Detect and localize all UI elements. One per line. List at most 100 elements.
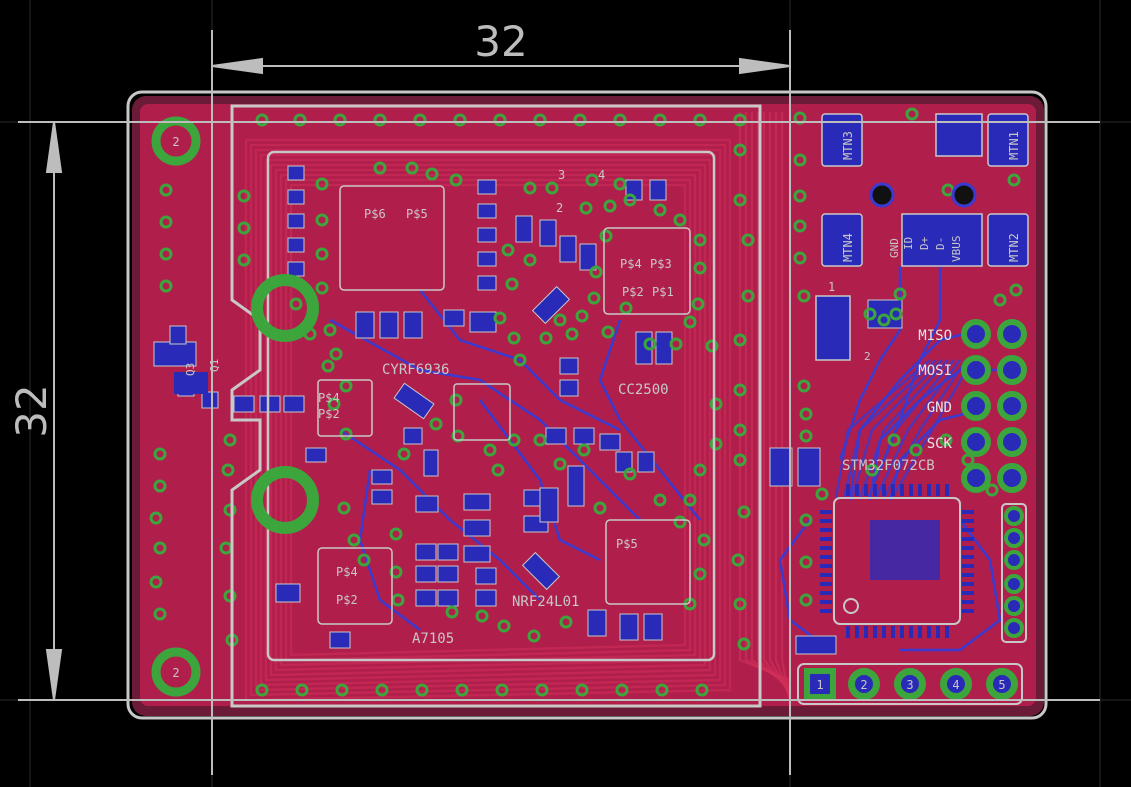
smd-pad (599, 433, 621, 451)
rv-pad (1004, 550, 1024, 570)
stm-pin (820, 609, 832, 613)
via (601, 325, 615, 339)
spi-mosi-label: MOSI (918, 363, 952, 379)
corner-pad-label-top: 2 (172, 135, 179, 149)
via (669, 337, 683, 351)
via (391, 593, 405, 607)
stm-pin (882, 484, 886, 496)
via (613, 113, 627, 127)
via (691, 297, 705, 311)
via (683, 315, 697, 329)
via (619, 301, 633, 315)
smd-pad (795, 635, 837, 655)
via (553, 457, 567, 471)
via (733, 453, 747, 467)
via (575, 309, 589, 323)
via (653, 203, 667, 217)
via (533, 113, 547, 127)
via (559, 615, 573, 629)
smd-pad (539, 219, 557, 247)
bottom-header-pad (901, 675, 919, 693)
via (799, 555, 813, 569)
bottom-trace (848, 328, 981, 501)
pad-label-e: P$2 (622, 285, 644, 299)
stm-pin (855, 484, 859, 496)
smd-pad (477, 179, 497, 195)
via (741, 289, 755, 303)
via (373, 161, 387, 175)
stm-pin (962, 600, 974, 604)
via (483, 443, 497, 457)
rv-pad (1004, 596, 1024, 616)
via (815, 487, 829, 501)
smd-pad (655, 331, 673, 365)
via (733, 193, 747, 207)
via (587, 291, 601, 305)
dimension-top-label: 32 (474, 17, 527, 66)
via (539, 331, 553, 345)
via (797, 379, 811, 393)
spi-gnd-label: GND (927, 400, 952, 416)
pad-label-c: P$4 (620, 257, 642, 271)
smd-pad (371, 489, 393, 505)
smd-pad (573, 427, 595, 445)
header-pin-3: 3 (906, 678, 913, 692)
bottom-trace (358, 469, 421, 631)
via (615, 683, 629, 697)
via (673, 213, 687, 227)
via (405, 161, 419, 175)
via (451, 429, 465, 443)
smd-pad (201, 391, 219, 409)
stm-pin (936, 626, 940, 638)
via (315, 213, 329, 227)
pad-label-g: P$4 (318, 391, 340, 405)
smd-pad (567, 465, 585, 507)
via (653, 493, 667, 507)
spi-pad (961, 391, 991, 421)
smd-pad (545, 427, 567, 445)
rv-pad (1004, 618, 1024, 638)
vias (149, 107, 1023, 697)
spi-pad (997, 391, 1027, 421)
via (599, 229, 613, 243)
pad-label-b: P$5 (406, 207, 428, 221)
top-trace (244, 138, 732, 702)
via (577, 443, 591, 457)
rv-pad (1004, 506, 1024, 526)
bottom-trace (834, 359, 931, 499)
smd-pad (415, 543, 437, 561)
via (505, 277, 519, 291)
spi-pad (997, 463, 1027, 493)
stm-pin (962, 510, 974, 514)
smd-pad (283, 395, 305, 413)
smd-pad (579, 243, 597, 271)
smd-pad (174, 372, 208, 394)
smd-pad (643, 613, 663, 641)
via (373, 113, 387, 127)
smd-pad (153, 341, 197, 367)
via (295, 683, 309, 697)
via (289, 297, 303, 311)
q1-label: Q1 (208, 359, 221, 372)
via (603, 199, 617, 213)
misc-label-2b: 2 (864, 350, 871, 363)
cyrf6936-label: CYRF6936 (382, 362, 449, 378)
via (653, 113, 667, 127)
right-vertical-header (1001, 503, 1027, 643)
via (425, 167, 439, 181)
stm-pin (918, 484, 922, 496)
spi-pad (997, 319, 1027, 349)
stm-pin (820, 564, 832, 568)
stm-ground-pad (870, 520, 940, 580)
smd-pad (477, 275, 497, 291)
bottom-header: 1 2 3 4 5 (804, 668, 1018, 700)
stm-pin (855, 626, 859, 638)
via (513, 353, 527, 367)
bottom-trace (882, 359, 968, 499)
via (693, 463, 707, 477)
smd-pad (371, 469, 393, 485)
usb-gnd-label: GND (888, 238, 901, 258)
spi-sck-label: SCK (927, 436, 953, 452)
bottom-trace (598, 319, 701, 521)
via (535, 683, 549, 697)
